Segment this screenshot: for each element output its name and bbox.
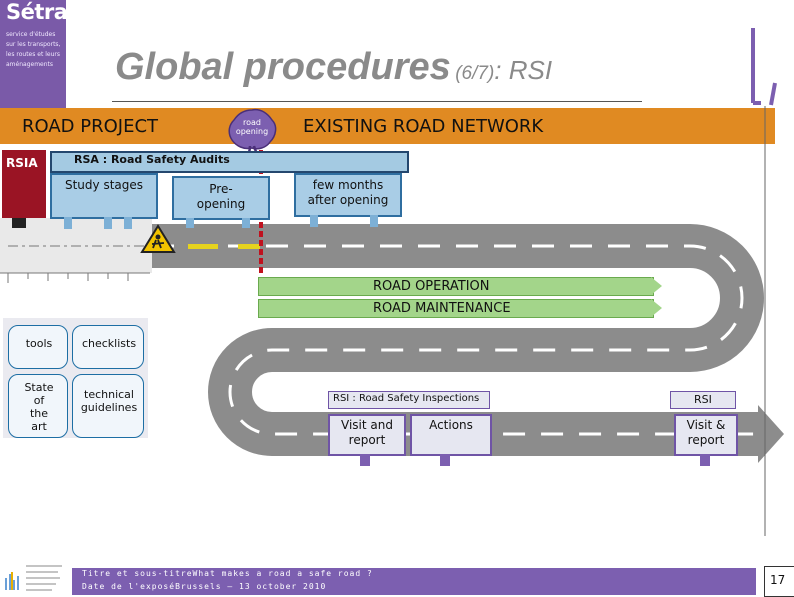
visit-and-report-label: Visit & report — [686, 418, 726, 447]
footer-bar — [72, 568, 756, 595]
road-project-label: ROAD PROJECT — [22, 116, 159, 137]
checklists-label: checklists — [81, 337, 137, 350]
pillar — [64, 217, 72, 229]
footer-line2: Date de l'exposéBrussels – 13 october 20… — [82, 582, 327, 591]
tools-label: tools — [25, 337, 53, 350]
pillar — [242, 218, 250, 228]
rsa-bar — [50, 151, 409, 173]
title-fraction: (6/7) — [455, 63, 495, 84]
rsia-label: RSIA — [6, 156, 38, 170]
actions-box — [410, 414, 492, 456]
slide-title: Global procedures (6/7): RSI — [115, 46, 552, 89]
title-suffix: : RSI — [494, 55, 553, 85]
after-opening-label: few months after opening — [307, 178, 389, 207]
technical-guidelines-label: technical guidelines — [80, 388, 138, 414]
title-main: Global procedures — [115, 46, 451, 88]
road-center-line — [152, 244, 758, 436]
page-number: 17 — [770, 573, 786, 587]
roadworks-sign-icon — [140, 224, 176, 253]
badge-line: opening — [235, 127, 269, 136]
after-opening-box — [294, 173, 402, 217]
logo-tagline: service d'études sur les transports, les… — [6, 30, 64, 70]
rsa-label: RSA : Road Safety Audits — [74, 153, 230, 166]
road-maintenance-label: ROAD MAINTENANCE — [373, 301, 511, 316]
operation-arrow-icon — [651, 277, 662, 295]
yellow-mark — [188, 244, 218, 249]
logo-name: Sétra — [6, 0, 68, 24]
visit-report-label: Visit and report — [341, 418, 393, 447]
decorative-stroke-icon — [751, 28, 777, 106]
support-block — [12, 216, 26, 228]
pillar — [104, 217, 112, 229]
rsi-inspections-bar — [328, 391, 490, 409]
checklists-cylinder — [72, 325, 144, 369]
ministry-logo-icon — [2, 560, 68, 595]
logo-tagline-line: aménagements — [6, 61, 54, 68]
badge-line: road — [243, 118, 261, 127]
tools-cylinder — [8, 325, 68, 369]
pillar — [700, 454, 710, 466]
rsi-tag-label: RSI — [694, 393, 712, 406]
state-of-art-label: State of the art — [24, 381, 54, 433]
pillar — [124, 217, 132, 229]
road-opening-badge — [228, 108, 277, 163]
logo-tagline-line: sur les transports, — [6, 41, 61, 48]
maintenance-arrow-icon — [651, 299, 662, 317]
existing-road-network-label: EXISTING ROAD NETWORK — [303, 116, 544, 137]
actions-label: Actions — [429, 418, 473, 432]
title-rule — [112, 101, 642, 102]
pillar — [360, 454, 370, 466]
study-stages-label: Study stages — [64, 178, 144, 192]
page-number-box — [764, 566, 794, 597]
setra-logo: Sétra service d'études sur les transport… — [0, 0, 68, 108]
pillar — [186, 218, 194, 228]
footer-line1: Titre et sous-titreWhat makes a road a s… — [82, 569, 373, 578]
logo-tagline-line: les routes et leurs — [6, 51, 60, 58]
rsia-box — [2, 150, 46, 218]
pillar — [370, 215, 378, 227]
yellow-mark — [238, 244, 260, 249]
pre-opening-box — [172, 176, 270, 220]
ruler-ticks — [7, 273, 129, 283]
state-of-art-cylinder — [8, 374, 68, 438]
rsi-inspections-label: RSI : Road Safety Inspections — [333, 393, 480, 404]
rsi-tag-box — [670, 391, 736, 409]
technical-guidelines-cylinder — [72, 374, 144, 438]
road-operation-label: ROAD OPERATION — [373, 279, 490, 294]
visit-report-box — [328, 414, 406, 456]
logo-tagline-line: service d'études — [6, 31, 56, 38]
pillar — [440, 454, 450, 466]
pre-opening-label: Pre- opening — [196, 182, 246, 211]
pillar — [310, 215, 318, 227]
orange-band — [0, 108, 775, 144]
road-opening-label: road opening — [234, 118, 270, 136]
